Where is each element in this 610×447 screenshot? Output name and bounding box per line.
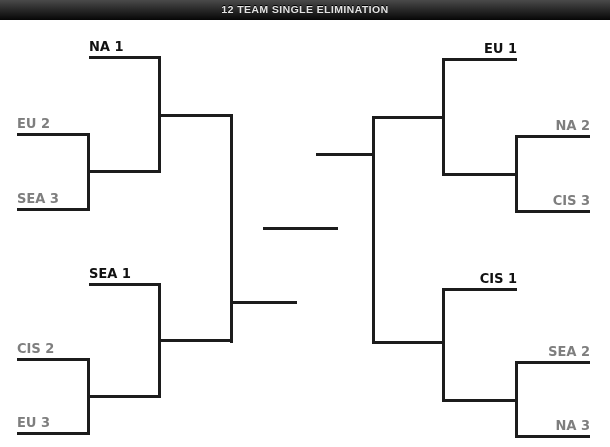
team-label-na2: NA 2	[555, 119, 590, 134]
slot-line-na1	[89, 56, 161, 59]
quarter-winner-line-right-bottom	[372, 341, 445, 344]
slot-line-eu2	[17, 133, 90, 136]
winner-line-cis2-eu3	[87, 395, 161, 398]
semifinal-join-left	[230, 114, 233, 343]
slot-line-sea2	[515, 361, 590, 364]
slot-line-cis3	[515, 210, 590, 213]
team-label-eu1: EU 1	[483, 42, 517, 57]
quarter-winner-line-right-top	[372, 116, 445, 119]
slot-line-sea3	[17, 208, 90, 211]
finalist-line-right	[316, 153, 375, 156]
championship-line	[263, 227, 338, 230]
team-label-cis2: CIS 2	[17, 342, 55, 357]
team-label-na3: NA 3	[555, 419, 590, 434]
slot-line-sea1	[89, 283, 161, 286]
page-title: 12 TEAM SINGLE ELIMINATION	[221, 4, 389, 16]
team-label-sea3: SEA 3	[17, 192, 59, 207]
drop-line-cis1	[442, 288, 445, 402]
title-bar: 12 TEAM SINGLE ELIMINATION	[0, 0, 610, 20]
semifinal-join-right	[372, 116, 375, 344]
quarter-winner-line-left-top	[158, 114, 233, 117]
winner-line-sea2-na3	[442, 399, 518, 402]
team-label-sea2: SEA 2	[548, 345, 590, 360]
team-label-eu2: EU 2	[17, 117, 51, 132]
slot-line-eu1	[442, 58, 517, 61]
team-label-na1: NA 1	[89, 40, 124, 55]
quarter-winner-line-left-bottom	[158, 339, 233, 342]
team-label-eu3: EU 3	[17, 416, 51, 431]
slot-line-na3	[515, 435, 590, 438]
winner-line-eu2-sea3	[87, 170, 161, 173]
winner-line-na2-cis3	[442, 173, 518, 176]
team-label-cis1: CIS 1	[479, 272, 517, 287]
slot-line-cis1	[442, 288, 517, 291]
slot-line-cis2	[17, 358, 90, 361]
finalist-line-left	[230, 301, 297, 304]
team-label-cis3: CIS 3	[552, 194, 590, 209]
slot-line-na2	[515, 135, 590, 138]
slot-line-eu3	[17, 432, 90, 435]
team-label-sea1: SEA 1	[89, 267, 131, 282]
